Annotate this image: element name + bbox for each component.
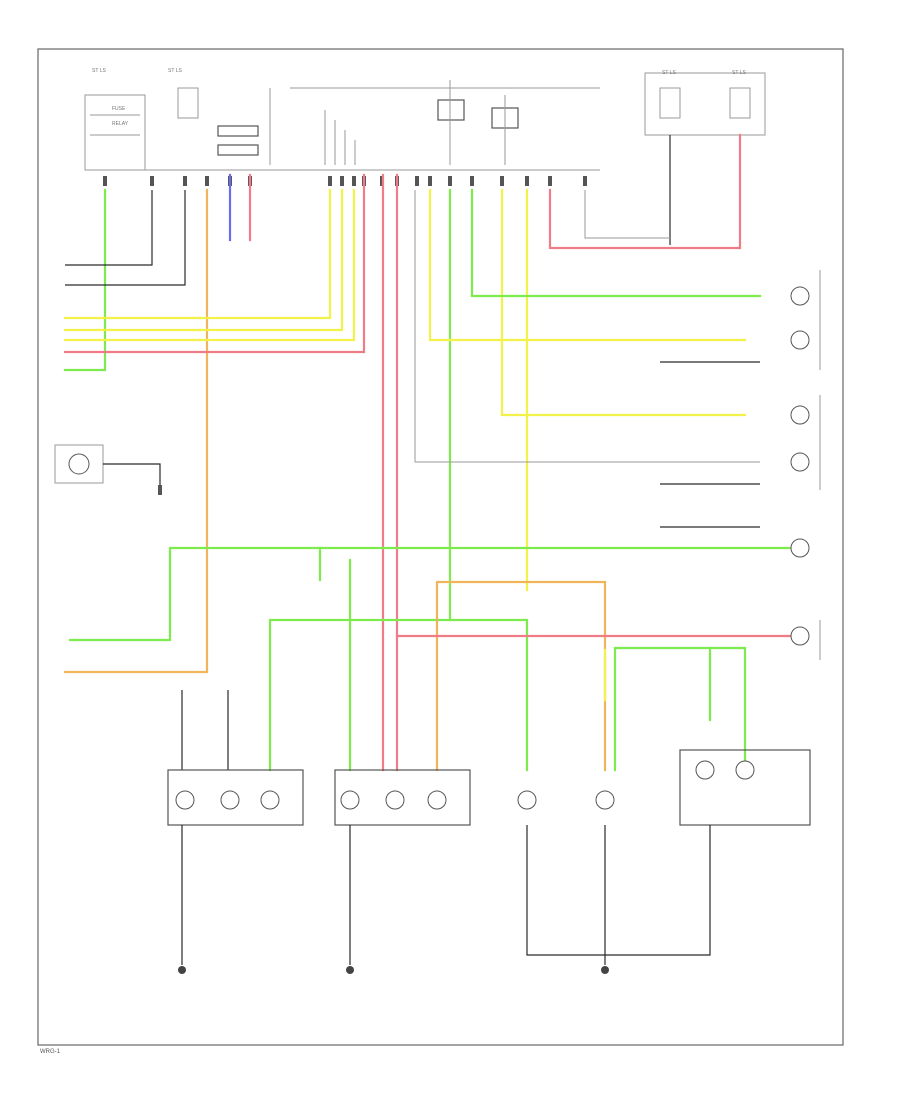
- wire-orange: [63, 188, 209, 674]
- wire-yellow-2: [63, 188, 344, 332]
- wire-yellow-right-1: [428, 188, 747, 342]
- ground-1: [178, 966, 186, 974]
- ground-3: [601, 966, 609, 974]
- wire-green-right: [470, 188, 762, 298]
- wire-red-loop: [548, 133, 742, 250]
- lamp-1: [790, 286, 810, 306]
- svg-text:ST LS: ST LS: [168, 68, 182, 74]
- wire-gray-2: [414, 190, 760, 463]
- module-left: [167, 769, 304, 826]
- wire-green-horizontal: [68, 546, 792, 642]
- right-lamps: [790, 270, 821, 660]
- lamp-4: [790, 452, 810, 472]
- lamp-5: [790, 538, 810, 558]
- wire-yellow-3: [63, 188, 356, 342]
- lamp-6: [790, 626, 810, 646]
- svg-text:ST LS: ST LS: [92, 68, 106, 74]
- junction-connectors: [103, 176, 587, 186]
- wire-orange-mid: [435, 580, 607, 772]
- wire-green-mid: [268, 618, 452, 772]
- ground-2: [346, 966, 354, 974]
- wire-green-left: [63, 188, 107, 372]
- left-sensor: [54, 444, 162, 495]
- svg-text:ST LS: ST LS: [662, 70, 676, 76]
- junction-box: [85, 80, 600, 171]
- diagram-frame: [37, 48, 844, 1046]
- svg-text:RELAY: RELAY: [112, 121, 129, 127]
- wire-black-2: [65, 190, 186, 286]
- wire-gray-1: [584, 190, 670, 239]
- svg-text:FUSE: FUSE: [112, 106, 126, 112]
- wires: [63, 133, 792, 772]
- lamp-3: [790, 405, 810, 425]
- module-center: [334, 769, 471, 826]
- wire-red-left: [63, 173, 366, 354]
- top-right-module: ST LS ST LS: [644, 70, 766, 245]
- module-right: [679, 749, 811, 826]
- top-left-module: ST LS ST LS FUSE RELAY: [84, 68, 199, 171]
- wire-yellow-right-2: [500, 188, 747, 417]
- ground-wires: [178, 825, 711, 974]
- bottom-modules: [167, 749, 811, 826]
- lamp-2: [790, 330, 810, 350]
- svg-text:ST LS: ST LS: [732, 70, 746, 76]
- wire-green-long: [448, 188, 529, 772]
- wire-black-1: [65, 190, 153, 266]
- wire-green-loop: [613, 646, 747, 772]
- page-code: WRG-1: [40, 1049, 61, 1055]
- wire-yellow-1: [63, 188, 332, 320]
